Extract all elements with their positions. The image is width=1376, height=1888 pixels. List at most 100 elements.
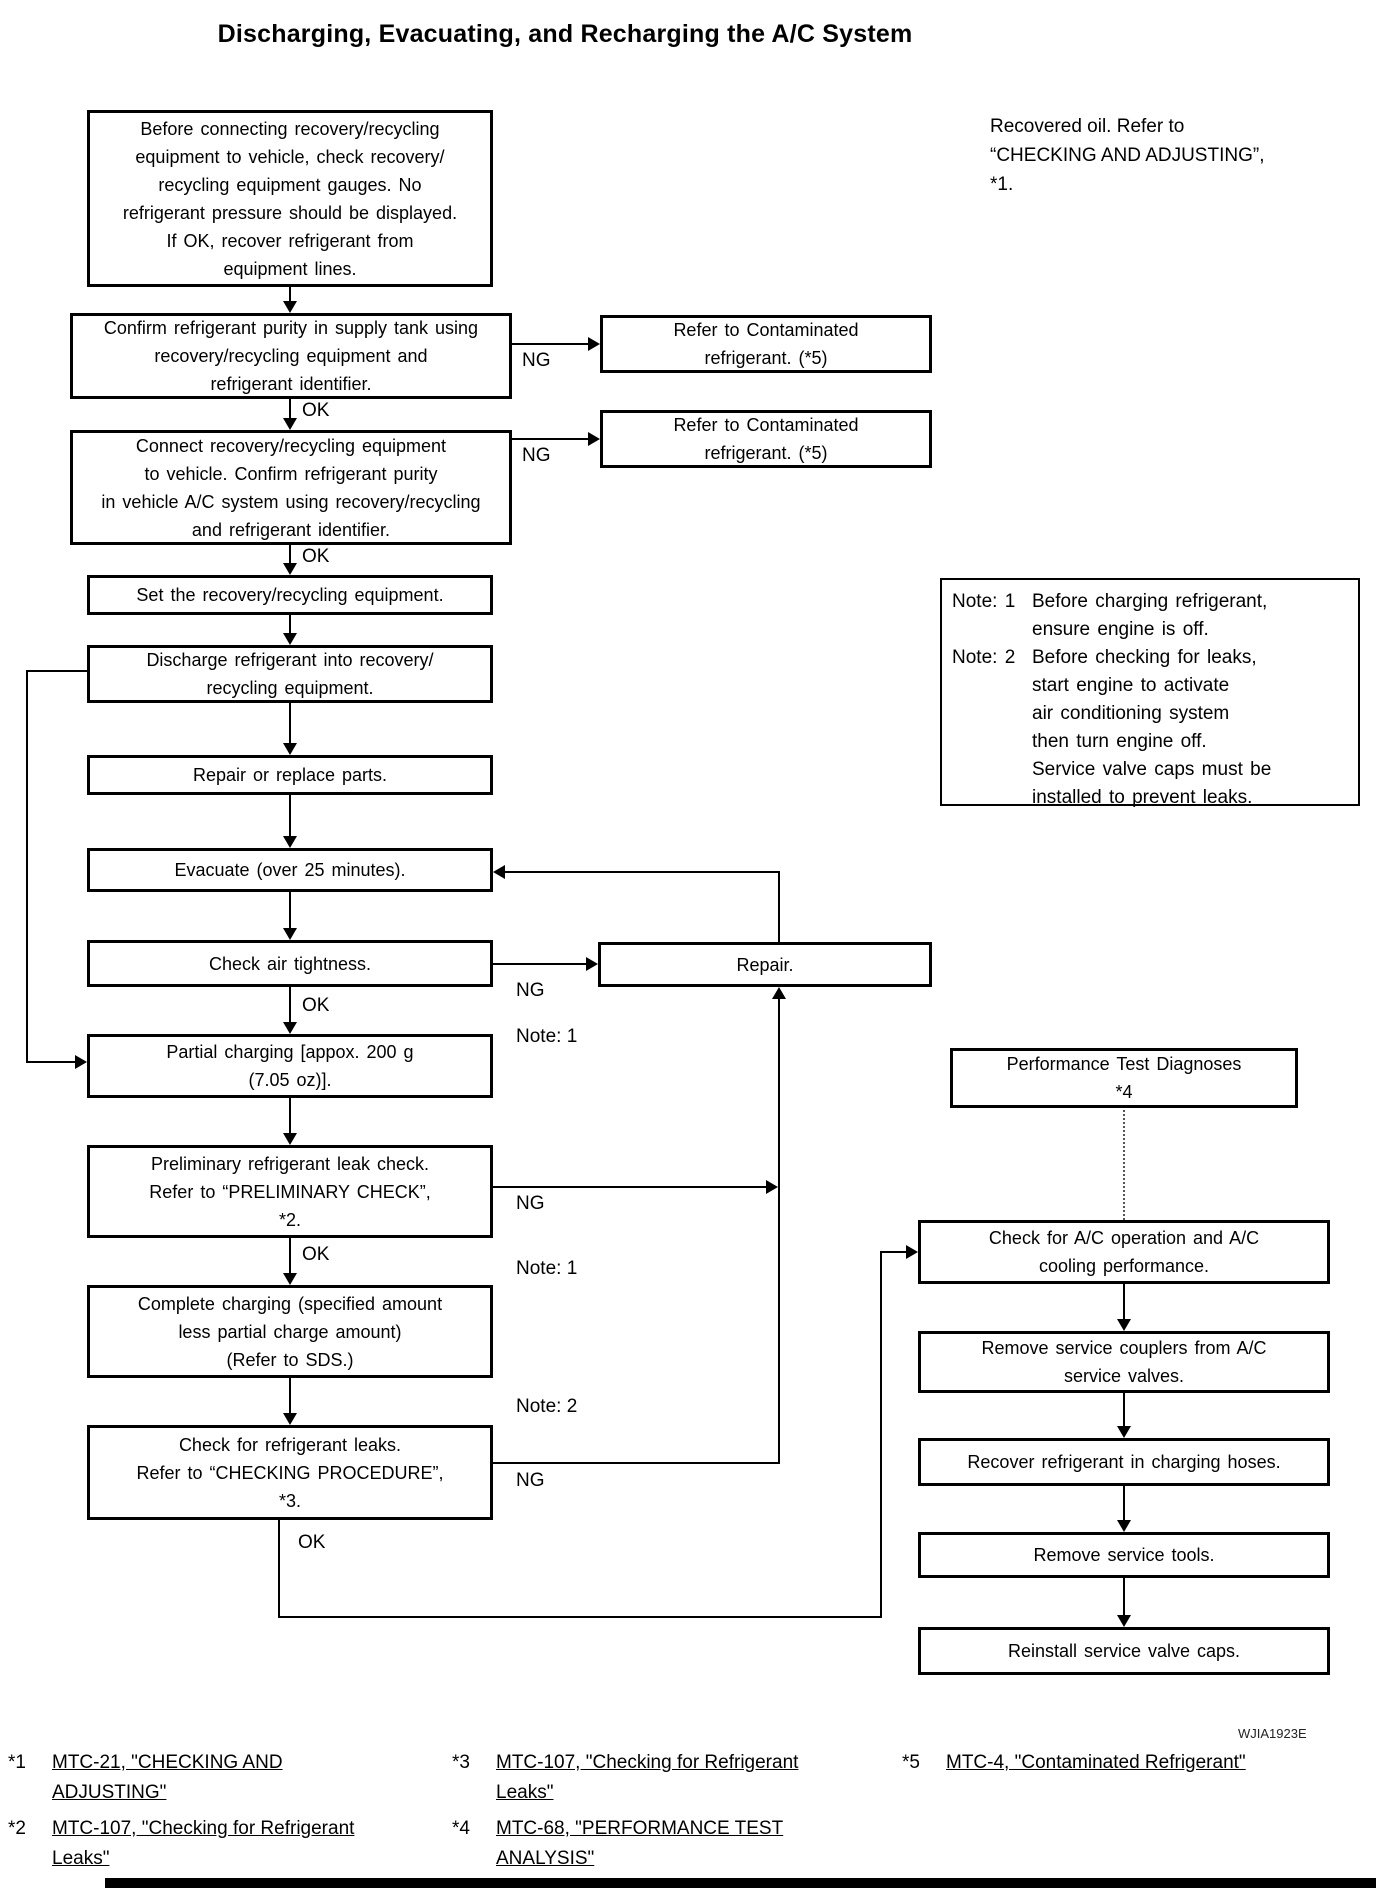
ng-line-vehicle <box>512 438 589 440</box>
arrowhead-gauges-to-supply <box>283 301 297 313</box>
ng-line-preliminary <box>493 1186 767 1188</box>
ok-label-airtightness: OK <box>302 995 330 1016</box>
note-item-2: Note: 2 Before checking for leaks, start… <box>952 644 1348 812</box>
note-2-text: Before checking for leaks, start engine … <box>1032 647 1272 808</box>
repair-loop-vline <box>778 872 780 942</box>
connector-connect-to-set <box>289 545 291 563</box>
flow-box-reinstall-caps: Reinstall service valve caps. <box>918 1627 1330 1675</box>
dotted-line-performance <box>1123 1110 1125 1220</box>
connector-evacuate-to-airtightness <box>289 892 291 928</box>
ok-path-vline-1 <box>278 1520 280 1618</box>
ng-return-vline <box>778 999 780 1464</box>
flow-box-contaminated-refrigerant-2: Refer to Contaminated refrigerant. (*5) <box>600 410 932 468</box>
arrowhead-recover-to-tools <box>1117 1520 1131 1532</box>
note2-label-leakcheck: Note: 2 <box>516 1396 578 1417</box>
ok-label-preliminary: OK <box>302 1244 330 1265</box>
note-1-text: Before charging refrigerant, ensure engi… <box>1032 591 1268 640</box>
footnote-2-link[interactable]: MTC-107, "Checking for Refrigerant Leaks… <box>52 1818 355 1869</box>
note-box: Note: 1 Before charging refrigerant, ens… <box>940 578 1360 808</box>
figure-code: WJIA1923E <box>1238 1726 1307 1741</box>
arrowhead-connect-to-set <box>283 563 297 575</box>
connector-partial-to-preliminary <box>289 1098 291 1133</box>
ng-label-airtightness: NG <box>516 980 545 1001</box>
flow-box-confirm-supply-purity: Confirm refrigerant purity in supply tan… <box>70 313 512 399</box>
ng-label-supply: NG <box>522 350 551 371</box>
footnote-1: *1 MTC-21, "CHECKING AND ADJUSTING" <box>8 1748 408 1808</box>
ok-path-vline-2 <box>880 1251 882 1618</box>
note-item-1: Note: 1 Before charging refrigerant, ens… <box>952 588 1348 644</box>
ok-path-entry-hline <box>881 1251 907 1253</box>
page-title: Discharging, Evacuating, and Recharging … <box>217 20 913 48</box>
ok-label-connect: OK <box>302 546 330 567</box>
page-edge-bar <box>105 1878 1376 1888</box>
footnote-4-marker: *4 <box>452 1818 470 1839</box>
arrowhead-tools-to-caps <box>1117 1615 1131 1627</box>
connector-supply-to-connect <box>289 399 291 419</box>
flow-box-remove-tools: Remove service tools. <box>918 1532 1330 1578</box>
ng-label-vehicle: NG <box>522 445 551 466</box>
connector-gauges-to-supply <box>289 287 291 303</box>
footnote-5-link[interactable]: MTC-4, "Contaminated Refrigerant" <box>946 1752 1246 1773</box>
flow-box-check-ac-operation: Check for A/C operation and A/C cooling … <box>918 1220 1330 1284</box>
flow-box-connect-confirm-vehicle-purity: Connect recovery/recycling equipment to … <box>70 430 512 545</box>
note1-label-airtightness: Note: 1 <box>516 1026 578 1047</box>
flow-box-partial-charging: Partial charging [appox. 200 g (7.05 oz)… <box>87 1034 493 1098</box>
arrowhead-into-repair-bottom <box>772 987 786 999</box>
flow-box-remove-couplers: Remove service couplers from A/C service… <box>918 1331 1330 1393</box>
footnote-2-marker: *2 <box>8 1818 26 1839</box>
footnote-5-marker: *5 <box>902 1752 920 1773</box>
arrowhead-accheck-to-couplers <box>1117 1319 1131 1331</box>
note1-label-complete: Note: 1 <box>516 1258 578 1279</box>
arrowhead-discharge-to-repairreplace <box>283 743 297 755</box>
footnote-2: *2 MTC-107, "Checking for Refrigerant Le… <box>8 1814 408 1874</box>
arrowhead-bypass-to-partial <box>75 1055 87 1069</box>
flow-box-discharge: Discharge refrigerant into recovery/ rec… <box>87 645 493 703</box>
connector-complete-to-leakcheck <box>289 1378 291 1413</box>
flow-box-performance-test: Performance Test Diagnoses *4 <box>950 1048 1298 1108</box>
footnote-3-marker: *3 <box>452 1752 470 1773</box>
arrowhead-repairreplace-to-evacuate <box>283 836 297 848</box>
arrowhead-ng-vehicle <box>588 432 600 446</box>
bypass-hline-top <box>27 670 87 672</box>
flow-box-preliminary-leak-check: Preliminary refrigerant leak check. Refe… <box>87 1145 493 1238</box>
ng-line-supply <box>512 343 589 345</box>
connector-tools-to-caps <box>1123 1578 1125 1616</box>
arrowhead-couplers-to-recover <box>1117 1426 1131 1438</box>
ng-line-airtightness <box>493 963 587 965</box>
flow-box-check-gauges: Before connecting recovery/recycling equ… <box>87 110 493 287</box>
connector-couplers-to-recover <box>1123 1393 1125 1427</box>
ok-path-hline <box>278 1616 882 1618</box>
flow-box-check-air-tightness: Check air tightness. <box>87 940 493 987</box>
ng-label-leakcheck: NG <box>516 1470 545 1491</box>
bypass-hline-bottom <box>26 1061 76 1063</box>
arrowhead-set-to-discharge <box>283 633 297 645</box>
recovered-oil-note: Recovered oil. Refer to “CHECKING AND AD… <box>990 116 1265 195</box>
flow-box-evacuate: Evacuate (over 25 minutes). <box>87 848 493 892</box>
arrowhead-preliminary-to-complete <box>283 1273 297 1285</box>
arrowhead-partial-to-preliminary <box>283 1133 297 1145</box>
footnote-3-link[interactable]: MTC-107, "Checking for Refrigerant Leaks… <box>496 1752 799 1803</box>
footnote-5: *5 MTC-4, "Contaminated Refrigerant" <box>902 1748 1362 1778</box>
arrowhead-ng-preliminary <box>766 1180 778 1194</box>
flow-box-set-equipment: Set the recovery/recycling equipment. <box>87 575 493 615</box>
ok-label-supply: OK <box>302 400 330 421</box>
flow-box-repair: Repair. <box>598 942 932 987</box>
arrowhead-repair-to-evacuate <box>493 865 505 879</box>
arrowhead-ok-to-ac-check <box>906 1245 918 1259</box>
note-1-label: Note: 1 <box>952 591 1016 612</box>
connector-recover-to-tools <box>1123 1486 1125 1521</box>
footnote-1-link[interactable]: MTC-21, "CHECKING AND ADJUSTING" <box>52 1752 283 1803</box>
connector-set-to-discharge <box>289 615 291 633</box>
arrowhead-airtightness-to-partial <box>283 1022 297 1034</box>
flow-box-repair-replace: Repair or replace parts. <box>87 755 493 795</box>
footnote-4-link[interactable]: MTC-68, "PERFORMANCE TEST ANALYSIS" <box>496 1818 784 1869</box>
note-2-label: Note: 2 <box>952 647 1016 668</box>
flow-box-recover-hoses: Recover refrigerant in charging hoses. <box>918 1438 1330 1486</box>
arrowhead-ng-airtightness <box>586 957 598 971</box>
flow-box-complete-charging: Complete charging (specified amount less… <box>87 1285 493 1378</box>
connector-airtightness-to-partial <box>289 987 291 1022</box>
ng-label-preliminary: NG <box>516 1193 545 1214</box>
arrowhead-evacuate-to-airtightness <box>283 928 297 940</box>
connector-repairreplace-to-evacuate <box>289 795 291 836</box>
